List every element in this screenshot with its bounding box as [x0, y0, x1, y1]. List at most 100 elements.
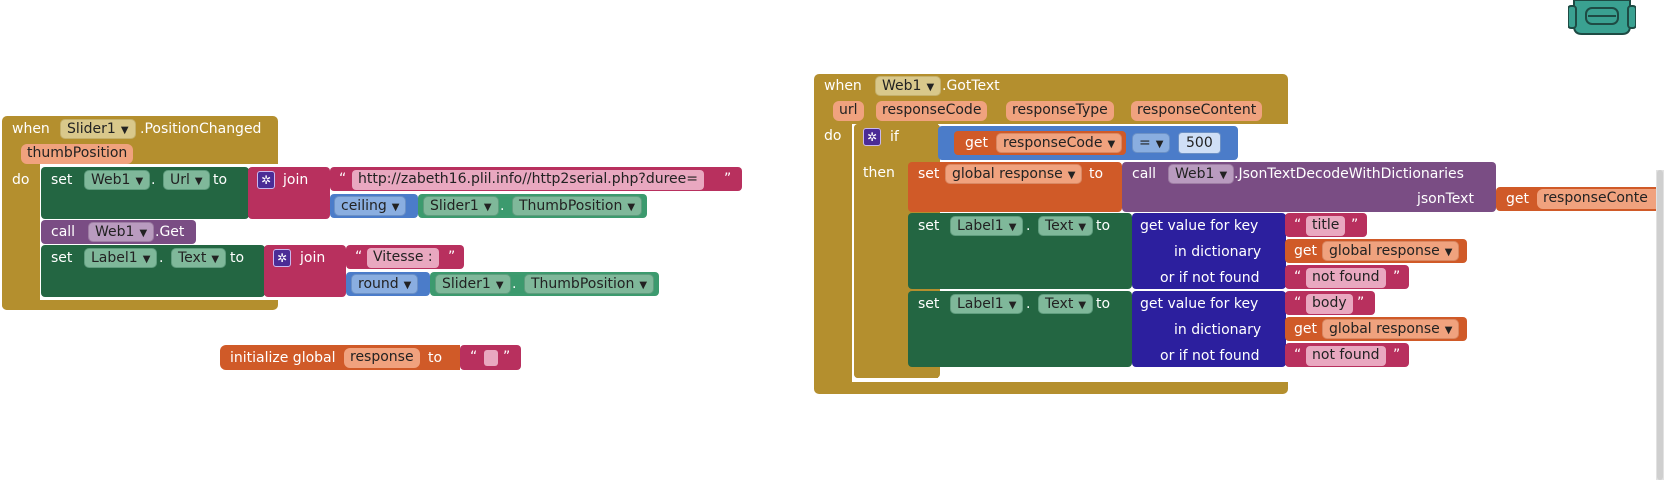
param-url[interactable]: url	[833, 101, 864, 121]
quote-close: ”	[1351, 217, 1359, 233]
param-responsecode[interactable]: responseCode	[876, 101, 988, 121]
property-dropdown[interactable]: Url▼	[163, 170, 210, 190]
variable-dropdown[interactable]: responseCode▼	[996, 133, 1123, 153]
jsontext-label: jsonText	[1417, 191, 1474, 207]
quote-close: ”	[1393, 347, 1401, 363]
global-variable-dropdown[interactable]: global response▼	[1322, 319, 1460, 339]
to-label: to	[213, 172, 228, 188]
dot-label: .	[1026, 296, 1031, 312]
mutator-gear-icon[interactable]: ✲	[273, 249, 291, 267]
get-label: get	[1506, 191, 1529, 207]
join-label: join	[300, 250, 326, 266]
component-dropdown[interactable]: Web1▼	[875, 76, 942, 96]
get-value-label: get value for key	[1140, 296, 1259, 312]
do-label: do	[824, 128, 842, 144]
component-dropdown[interactable]: Label1▼	[950, 216, 1024, 236]
get-value-label: get value for key	[1140, 218, 1259, 234]
dict-lookup-block[interactable]	[1132, 213, 1286, 289]
dict-lookup-block[interactable]	[1132, 291, 1286, 367]
param-responsecontent[interactable]: responseContent	[1131, 101, 1263, 121]
event-name: .GotText	[942, 78, 1000, 94]
quote-open: “	[1294, 217, 1302, 233]
component-dropdown[interactable]: Slider1▼	[60, 119, 136, 139]
quote-close: ”	[1357, 295, 1365, 311]
if-label: if	[890, 129, 899, 145]
notfound-string[interactable]: not found	[1306, 346, 1386, 366]
param-responsetype[interactable]: responseType	[1006, 101, 1114, 121]
component-dropdown[interactable]: Label1▼	[950, 294, 1024, 314]
component-dropdown[interactable]: Label1▼	[84, 248, 158, 268]
not-found-label: or if not found	[1160, 270, 1260, 286]
global-variable-dropdown[interactable]: global response▼	[945, 164, 1083, 184]
dot-label: .	[1026, 218, 1031, 234]
property-dropdown[interactable]: Text▼	[171, 248, 227, 268]
when-label: when	[12, 121, 50, 137]
event-name: .PositionChanged	[140, 121, 262, 137]
component-dropdown[interactable]: Web1▼	[84, 170, 151, 190]
key-string[interactable]: body	[1306, 294, 1353, 314]
global-name-field[interactable]: response	[344, 348, 420, 368]
method-name: .JsonTextDecodeWithDictionaries	[1234, 166, 1464, 182]
component-dropdown[interactable]: Slider1▼	[435, 274, 511, 294]
get-label: get	[1294, 321, 1317, 337]
call-label: call	[51, 224, 76, 240]
math-op-dropdown[interactable]: round▼	[351, 274, 419, 294]
responsecontent-dropdown[interactable]: responseConte	[1537, 189, 1656, 209]
do-label: do	[12, 172, 30, 188]
method-name: .Get	[155, 224, 185, 240]
get-label: get	[1294, 243, 1317, 259]
quote-close: ”	[1393, 269, 1401, 285]
quote-close: ”	[503, 349, 511, 365]
component-dropdown[interactable]: Web1▼	[88, 222, 155, 242]
global-variable-dropdown[interactable]: global response▼	[1322, 241, 1460, 261]
set-label: set	[918, 166, 940, 182]
math-op-dropdown[interactable]: ceiling▼	[334, 196, 407, 216]
notfound-string[interactable]: not found	[1306, 268, 1386, 288]
empty-string-field[interactable]	[484, 350, 498, 366]
to-label: to	[230, 250, 245, 266]
vitesse-string[interactable]: Vitesse :	[367, 248, 439, 268]
quote-open: “	[1294, 295, 1302, 311]
workspace-scrollbar[interactable]	[1656, 170, 1664, 480]
property-dropdown[interactable]: ThumbPosition▼	[524, 274, 655, 294]
not-found-label: or if not found	[1160, 348, 1260, 364]
quote-open: “	[1294, 347, 1302, 363]
key-string[interactable]: title	[1306, 216, 1346, 236]
to-label: to	[1089, 166, 1104, 182]
when-label: when	[824, 78, 862, 94]
quote-open: “	[339, 171, 347, 187]
get-label: get	[965, 135, 988, 151]
mutator-gear-icon[interactable]: ✲	[257, 171, 275, 189]
url-string[interactable]: http://zabeth16.plil.info//http2serial.p…	[352, 170, 704, 190]
scrollbar-thumb[interactable]	[1657, 170, 1663, 480]
to-label: to	[1096, 218, 1111, 234]
component-dropdown[interactable]: Web1▼	[1168, 164, 1235, 184]
compare-op-dropdown[interactable]: =▼	[1132, 133, 1171, 153]
property-dropdown[interactable]: Text▼	[1038, 216, 1094, 236]
quote-open: “	[355, 249, 363, 265]
set-label: set	[51, 172, 73, 188]
set-label: set	[51, 250, 73, 266]
quote-open: “	[470, 349, 478, 365]
in-dictionary-label: in dictionary	[1174, 322, 1262, 338]
set-label: set	[918, 218, 940, 234]
init-label: initialize global	[230, 350, 336, 366]
set-label: set	[918, 296, 940, 312]
dot-label: .	[151, 172, 156, 188]
backpack-icon[interactable]	[1567, 0, 1637, 36]
property-dropdown[interactable]: Text▼	[1038, 294, 1094, 314]
dot-label: .	[159, 250, 164, 266]
dot-label: .	[500, 198, 505, 214]
then-label: then	[863, 165, 895, 181]
join-label: join	[283, 172, 309, 188]
component-dropdown[interactable]: Slider1▼	[423, 196, 499, 216]
quote-open: “	[1294, 269, 1302, 285]
to-label: to	[428, 350, 443, 366]
param-thumbposition[interactable]: thumbPosition	[21, 144, 134, 164]
call-label: call	[1132, 166, 1157, 182]
dot-label: .	[512, 276, 517, 292]
mutator-gear-icon[interactable]: ✲	[863, 128, 881, 146]
quote-close: ”	[724, 171, 732, 187]
property-dropdown[interactable]: ThumbPosition▼	[512, 196, 643, 216]
number-field[interactable]: 500	[1178, 132, 1221, 154]
